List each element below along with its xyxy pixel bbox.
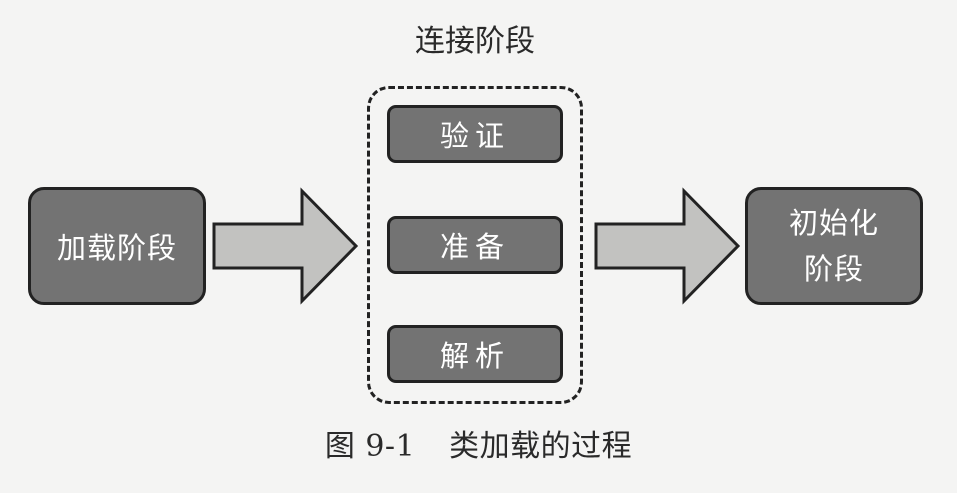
init-stage-label-line1: 初始化 bbox=[788, 206, 879, 240]
prepare-step-box: 准备 bbox=[387, 216, 563, 274]
resolve-step-label: 解析 bbox=[439, 339, 510, 373]
load-to-connect-arrow bbox=[212, 187, 359, 305]
load-stage-label: 加载阶段 bbox=[56, 231, 177, 265]
figure-number: 图 9-1 bbox=[324, 429, 416, 464]
figure-caption-text: 类加载的过程 bbox=[449, 429, 633, 464]
verify-step-label: 验证 bbox=[439, 119, 510, 153]
connect-to-init-arrow bbox=[594, 187, 741, 305]
prepare-step-label: 准备 bbox=[439, 230, 510, 264]
init-stage-label-line2: 阶段 bbox=[803, 252, 864, 286]
connect-stage-title: 连接阶段 bbox=[415, 24, 535, 59]
resolve-step-box: 解析 bbox=[387, 325, 563, 383]
figure-caption: 图 9-1 类加载的过程 bbox=[0, 425, 957, 469]
connect-stage-group bbox=[367, 86, 583, 404]
verify-step-box: 验证 bbox=[387, 105, 563, 163]
init-stage-box: 初始化 阶段 bbox=[745, 187, 923, 305]
load-stage-box: 加载阶段 bbox=[28, 187, 206, 305]
